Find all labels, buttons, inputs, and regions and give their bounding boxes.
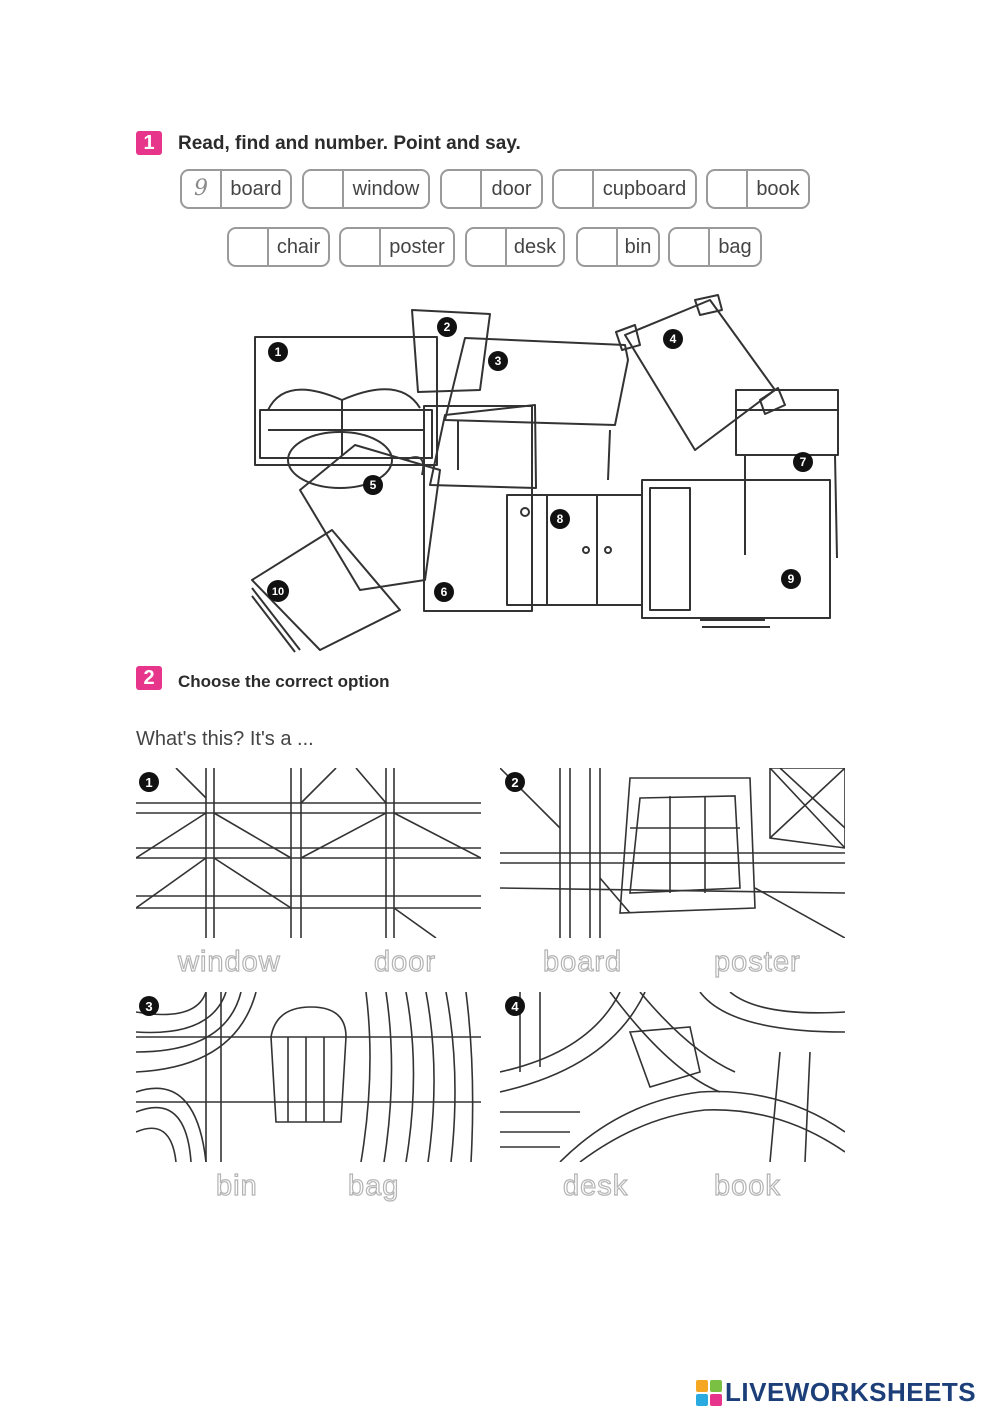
svg-text:4: 4: [670, 332, 677, 346]
word-label: window: [352, 178, 420, 200]
word-box-bin: bin: [576, 227, 660, 267]
answer-input-chair[interactable]: [229, 229, 269, 265]
liveworksheets-logo[interactable]: LIVEWORKSHEETS: [696, 1377, 976, 1408]
word-label: board: [230, 178, 282, 200]
option-door[interactable]: door: [373, 945, 437, 978]
svg-text:2: 2: [511, 775, 518, 790]
scene-number-markers: 1 2 3 4 5 6 7 8 9 10: [267, 317, 813, 602]
svg-text:7: 7: [800, 455, 807, 469]
option-desk[interactable]: desk: [562, 1169, 629, 1202]
board-drawing: [254, 336, 438, 466]
svg-text:10: 10: [272, 586, 284, 598]
word-box-board: 9 board: [180, 169, 292, 209]
word-box-cupboard: cupboard: [552, 169, 697, 209]
puzzle-panel-2: 2: [500, 768, 845, 938]
word-label: door: [491, 178, 532, 200]
word-label: chair: [276, 236, 321, 258]
liveworksheets-logo-icon: [696, 1379, 722, 1406]
bin-drawing: [641, 479, 831, 628]
word-box-bag: bag: [668, 227, 762, 267]
word-box-chair: chair: [227, 227, 330, 267]
svg-text:1: 1: [145, 775, 152, 790]
word-box-desk: desk: [465, 227, 565, 267]
answer-input-desk[interactable]: [467, 229, 507, 265]
word-label: bin: [624, 236, 652, 258]
word-label: poster: [389, 236, 445, 258]
answer-input-bin[interactable]: [578, 229, 618, 265]
book-drawing: [615, 294, 786, 451]
option-window[interactable]: window: [177, 945, 281, 978]
option-bag[interactable]: bag: [347, 1169, 400, 1202]
bag-drawing: [287, 431, 441, 591]
puzzle-panel-1: 1: [136, 768, 481, 938]
answer-input-board[interactable]: 9: [182, 171, 222, 207]
word-box-window: window: [302, 169, 430, 209]
answer-input-bag[interactable]: [670, 229, 710, 265]
word-label: bag: [718, 236, 752, 258]
question-prompt: What's this? It's a ...: [136, 728, 314, 750]
answer-input-cupboard[interactable]: [554, 171, 594, 207]
svg-text:1: 1: [275, 345, 282, 359]
option-book[interactable]: book: [713, 1169, 781, 1202]
exercise-1-badge: 1: [136, 131, 162, 155]
puzzle-panel-4: 4: [500, 992, 845, 1162]
chair-drawing: [735, 389, 839, 559]
word-label: cupboard: [602, 178, 687, 200]
svg-text:5: 5: [370, 478, 377, 492]
svg-text:2: 2: [444, 320, 451, 334]
cupboard-drawing: [506, 494, 643, 606]
exercise-1-title: Read, find and number. Point and say.: [178, 133, 521, 154]
book-stack-drawing: [251, 529, 401, 653]
liveworksheets-logo-text: LIVEWORKSHEETS: [725, 1377, 977, 1407]
answer-input-book[interactable]: [708, 171, 748, 207]
option-board[interactable]: board: [542, 945, 623, 978]
svg-text:3: 3: [495, 354, 502, 368]
answer-input-poster[interactable]: [341, 229, 381, 265]
puzzle-panel-3: 3: [136, 992, 481, 1162]
door-drawing: [423, 405, 533, 612]
word-box-door: door: [440, 169, 543, 209]
svg-text:8: 8: [557, 512, 564, 526]
svg-text:9: 9: [788, 572, 795, 586]
option-poster[interactable]: poster: [713, 945, 801, 978]
answer-input-door[interactable]: [442, 171, 482, 207]
word-label: book: [756, 178, 800, 200]
word-label: desk: [513, 236, 557, 258]
word-box-poster: poster: [339, 227, 455, 267]
word-box-book: book: [706, 169, 810, 209]
svg-text:6: 6: [441, 585, 448, 599]
exercise-2-badge: 2: [136, 666, 162, 690]
svg-text:4: 4: [511, 999, 519, 1014]
option-bin[interactable]: bin: [215, 1169, 258, 1202]
exercise-2-title: Choose the correct option: [178, 672, 390, 691]
svg-text:3: 3: [145, 999, 152, 1014]
classroom-objects-illustration: 1 2 3 4 5 6 7 8 9 10: [251, 294, 839, 653]
desk-drawing: [429, 337, 629, 489]
poster-drawing: [411, 309, 491, 393]
answer-input-window[interactable]: [304, 171, 344, 207]
